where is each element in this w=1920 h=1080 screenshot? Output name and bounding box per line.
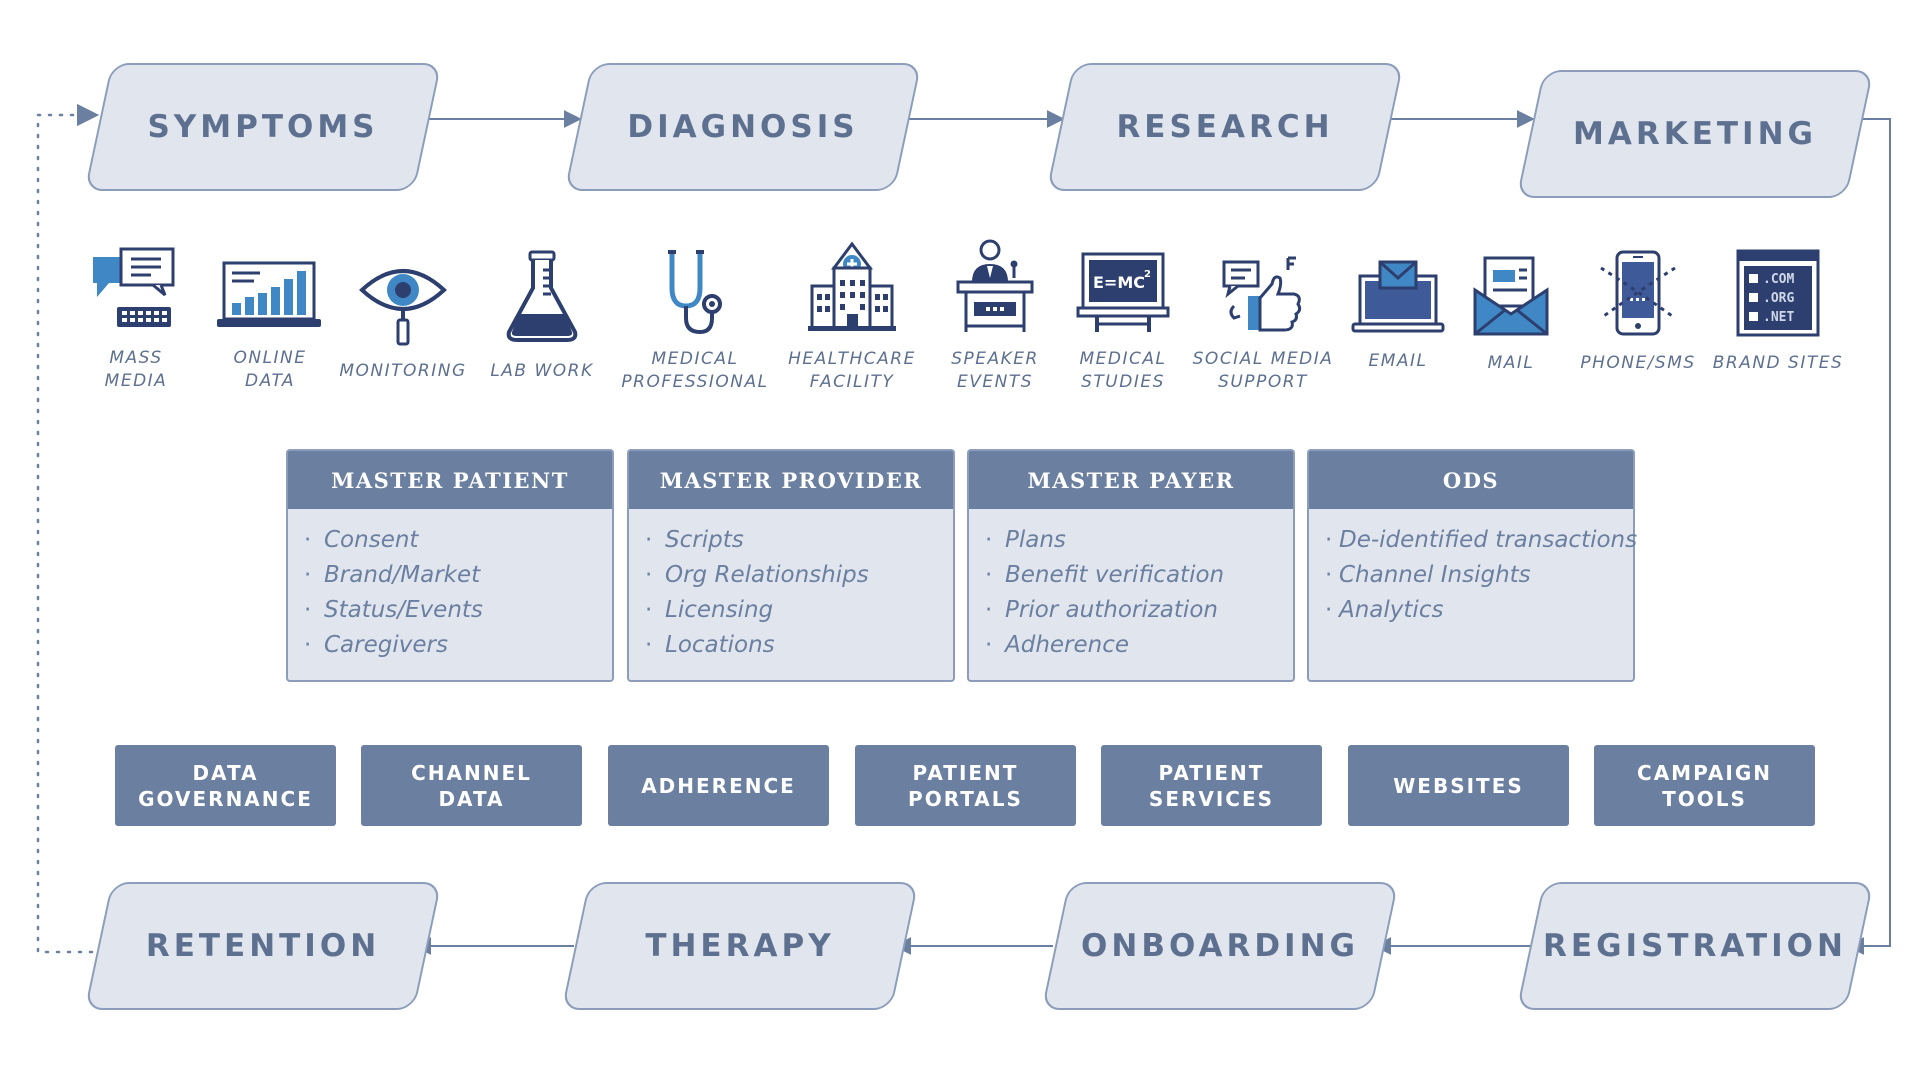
- master-item: Scripts: [629, 523, 953, 558]
- online-data-icon: [217, 261, 321, 327]
- channel-mail: MAIL: [1436, 254, 1586, 375]
- master-item: Locations: [629, 628, 953, 663]
- channel-healthcare-facility: HEALTHCARE FACILITY: [777, 238, 927, 394]
- stethoscope-icon: [668, 250, 722, 334]
- master-item: Channel Insights: [1309, 558, 1633, 593]
- service-data-governance: DATA GOVERNANCE: [115, 745, 336, 826]
- channel-mass-media: MASS MEDIA: [61, 243, 211, 393]
- channel-online-data: ONLINE DATA: [195, 243, 345, 393]
- stage-therapy: THERAPY: [561, 882, 919, 1010]
- master-panel-body: Scripts Org Relationships Licensing Loca…: [627, 509, 955, 682]
- envelope-icon: [1473, 256, 1549, 336]
- channel-medical-professional: MEDICAL PROFESSIONAL: [620, 248, 770, 394]
- channel-monitoring: MONITORING: [328, 256, 478, 383]
- stage-diagnosis: DIAGNOSIS: [564, 63, 922, 191]
- channel-label: MEDICAL STUDIES: [1079, 349, 1167, 392]
- master-item: Brand/Market: [288, 558, 612, 593]
- stage-label: THERAPY: [645, 928, 835, 964]
- formula-exponent: 2: [1144, 269, 1151, 280]
- channel-label: MAIL: [1487, 353, 1535, 373]
- master-panel-title: ODS: [1307, 449, 1635, 509]
- channel-label: BRAND SITES: [1712, 353, 1844, 373]
- stage-registration: REGISTRATION: [1516, 882, 1874, 1010]
- channel-speaker-events: SPEAKER EVENTS: [920, 238, 1070, 394]
- stage-label: SYMPTOMS: [147, 109, 379, 145]
- thumbs-up-icon: [1222, 256, 1302, 332]
- channel-label: HEALTHCARE FACILITY: [788, 349, 916, 392]
- master-item: Org Relationships: [629, 558, 953, 593]
- channel-label: MONITORING: [339, 361, 467, 381]
- stage-label: REGISTRATION: [1543, 928, 1847, 964]
- stage-label: DIAGNOSIS: [627, 109, 859, 145]
- channel-label: EMAIL: [1368, 351, 1428, 371]
- stage-marketing: MARKETING: [1516, 70, 1874, 198]
- stage-label: ONBOARDING: [1081, 928, 1359, 964]
- channel-medical-studies: E=MC 2 MEDICAL STUDIES: [1048, 248, 1198, 394]
- domain-net: .NET: [1763, 310, 1794, 325]
- channel-lab-work: LAB WORK: [467, 248, 617, 383]
- dotted-loop-retention-symptoms: [36, 103, 100, 954]
- channel-label: PHONE/SMS: [1580, 353, 1696, 373]
- master-panel-title: MASTER PROVIDER: [627, 449, 955, 509]
- master-patient-panel: MASTER PATIENT Consent Brand/Market Stat…: [286, 449, 614, 682]
- master-panel-body: De-identified transactions Channel Insig…: [1307, 509, 1637, 682]
- stage-label: RETENTION: [145, 928, 381, 964]
- stage-onboarding: ONBOARDING: [1041, 882, 1399, 1010]
- master-panel-title: MASTER PAYER: [967, 449, 1295, 509]
- master-item: Analytics: [1309, 593, 1633, 628]
- channel-brand-sites: .COM .ORG .NET BRAND SITES: [1703, 248, 1853, 375]
- channel-label: MEDICAL PROFESSIONAL: [621, 349, 769, 392]
- stage-research: RESEARCH: [1046, 63, 1404, 191]
- master-item: Plans: [969, 523, 1293, 558]
- service-websites: WEBSITES: [1348, 745, 1569, 826]
- service-channel-data: CHANNEL DATA: [361, 745, 582, 826]
- stage-symptoms: SYMPTOMS: [84, 63, 442, 191]
- channel-label: SOCIAL MEDIA SUPPORT: [1192, 349, 1334, 392]
- channel-label: LAB WORK: [490, 361, 594, 381]
- master-panel-title: MASTER PATIENT: [286, 449, 614, 509]
- channel-email: EMAIL: [1323, 256, 1473, 373]
- chalkboard-icon: E=MC 2: [1076, 252, 1170, 332]
- master-item: Prior authorization: [969, 593, 1293, 628]
- master-item: Consent: [288, 523, 612, 558]
- master-item: De-identified transactions: [1309, 523, 1637, 558]
- laptop-email-icon: [1351, 260, 1445, 333]
- hospital-icon: [808, 241, 896, 331]
- podium-icon: [956, 239, 1034, 332]
- mass-media-icon: [93, 247, 175, 327]
- eye-icon: [359, 269, 447, 346]
- stage-label: RESEARCH: [1116, 109, 1334, 145]
- domain-org: .ORG: [1763, 291, 1794, 306]
- phone-icon: [1600, 250, 1676, 336]
- master-item: Caregivers: [288, 628, 612, 663]
- master-provider-panel: MASTER PROVIDER Scripts Org Relationship…: [627, 449, 955, 682]
- master-item: Benefit verification: [969, 558, 1293, 593]
- master-panel-body: Consent Brand/Market Status/Events Careg…: [286, 509, 614, 682]
- formula-text: E=MC: [1093, 273, 1145, 292]
- master-item: Status/Events: [288, 593, 612, 628]
- service-patient-portals: PATIENT PORTALS: [855, 745, 1076, 826]
- channel-label: ONLINE DATA: [233, 348, 307, 391]
- domain-com: .COM: [1763, 272, 1794, 287]
- master-item: Adherence: [969, 628, 1293, 663]
- arrow-marketing-registration: [1846, 118, 1891, 955]
- ods-panel: ODS De-identified transactions Channel I…: [1307, 449, 1637, 682]
- browser-icon: .COM .ORG .NET: [1736, 249, 1820, 337]
- channel-label: MASS MEDIA: [104, 348, 168, 391]
- master-item: Licensing: [629, 593, 953, 628]
- channel-phone-sms: PHONE/SMS: [1563, 248, 1713, 375]
- stage-retention: RETENTION: [84, 882, 442, 1010]
- service-campaign-tools: CAMPAIGN TOOLS: [1594, 745, 1815, 826]
- channel-label: SPEAKER EVENTS: [951, 349, 1039, 392]
- channel-social-media-support: SOCIAL MEDIA SUPPORT: [1188, 254, 1338, 394]
- service-adherence: ADHERENCE: [608, 745, 829, 826]
- flask-icon: [506, 250, 578, 342]
- master-payer-panel: MASTER PAYER Plans Benefit verification …: [967, 449, 1295, 682]
- stage-label: MARKETING: [1573, 116, 1817, 152]
- service-patient-services: PATIENT SERVICES: [1101, 745, 1322, 826]
- master-panel-body: Plans Benefit verification Prior authori…: [967, 509, 1295, 682]
